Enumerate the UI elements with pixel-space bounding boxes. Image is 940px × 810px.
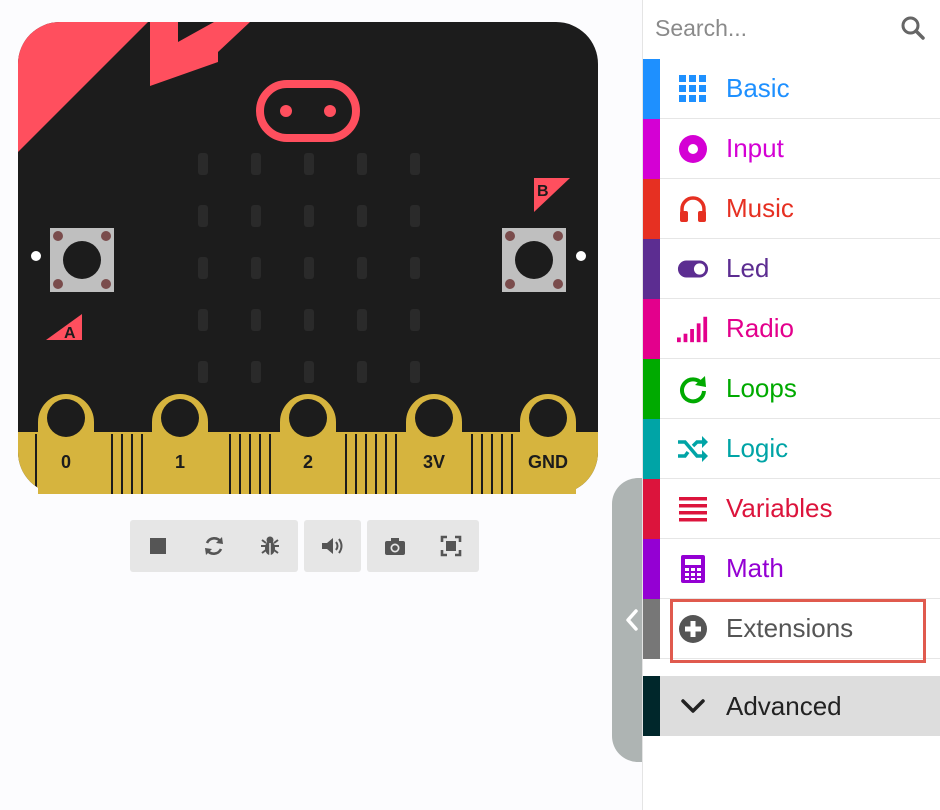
calculator-icon xyxy=(677,553,709,585)
category-color-stripe xyxy=(643,58,660,119)
category-color-stripe xyxy=(643,538,660,599)
category-color-stripe xyxy=(643,676,660,736)
toolbox-category-input[interactable]: Input xyxy=(643,118,940,179)
chevron-down-icon xyxy=(677,690,709,722)
grid-icon xyxy=(677,73,709,105)
pin-label: 1 xyxy=(175,452,185,472)
category-label: Led xyxy=(726,253,770,283)
corner-decoration xyxy=(18,22,148,152)
input-circle-icon xyxy=(677,133,709,165)
toolbox: Basic Input Music xyxy=(642,0,940,810)
shuffle-icon xyxy=(677,433,709,465)
toolbox-category-music[interactable]: Music xyxy=(643,178,940,239)
debug-bug-icon xyxy=(261,536,279,555)
fullscreen-button[interactable] xyxy=(423,520,479,572)
pin-label: GND xyxy=(528,452,568,472)
sim-audio-group xyxy=(304,520,361,572)
category-label: Extensions xyxy=(726,613,854,643)
toolbox-category-led[interactable]: Led xyxy=(643,238,940,299)
fullscreen-icon xyxy=(440,535,462,557)
stop-icon xyxy=(150,538,166,554)
category-color-stripe xyxy=(643,418,660,479)
debug-button[interactable] xyxy=(242,520,298,572)
toolbox-category-variables[interactable]: Variables xyxy=(643,478,940,539)
mute-button[interactable] xyxy=(304,520,361,572)
pin-0[interactable]: 0 xyxy=(38,394,94,494)
category-label: Basic xyxy=(726,73,790,103)
headphones-icon xyxy=(677,193,709,225)
category-color-stripe xyxy=(643,238,660,299)
restart-button[interactable] xyxy=(186,520,242,572)
plus-circle-icon xyxy=(677,613,709,645)
category-color-stripe xyxy=(643,598,660,659)
category-label: Input xyxy=(726,133,784,163)
chevron-left-icon xyxy=(626,609,638,631)
led-matrix xyxy=(198,153,420,383)
search-icon[interactable] xyxy=(899,14,927,42)
microbit-simulator: A B 0 1 2 3V xyxy=(18,22,598,494)
screenshot-button[interactable] xyxy=(367,520,423,572)
button-b[interactable] xyxy=(502,228,586,292)
toolbox-advanced-toggle[interactable]: Advanced xyxy=(643,676,940,736)
button-a-label: A xyxy=(64,325,76,342)
button-a-marker xyxy=(46,314,82,340)
stop-button[interactable] xyxy=(130,520,186,572)
category-label: Radio xyxy=(726,313,794,343)
pin-label: 3V xyxy=(423,452,445,472)
toolbox-category-math[interactable]: Math xyxy=(643,538,940,599)
toggle-icon xyxy=(677,253,709,285)
category-label: Logic xyxy=(726,433,789,463)
category-label: Loops xyxy=(726,373,797,403)
microbit-board: A B 0 1 2 3V xyxy=(18,22,598,494)
pin-gnd[interactable]: GND xyxy=(520,394,576,494)
category-label: Math xyxy=(726,553,784,583)
category-label: Variables xyxy=(726,493,833,523)
camera-icon xyxy=(385,538,405,555)
pin-label: 0 xyxy=(61,452,71,472)
sim-controls-group xyxy=(130,520,298,572)
category-label: Music xyxy=(726,193,794,223)
microbit-logo xyxy=(256,80,360,142)
category-color-stripe xyxy=(643,178,660,239)
toolbox-category-logic[interactable]: Logic xyxy=(643,418,940,479)
toolbox-category-extensions[interactable]: Extensions xyxy=(643,598,940,659)
toolbox-category-loops[interactable]: Loops xyxy=(643,358,940,419)
category-color-stripe xyxy=(643,478,660,539)
toolbox-search xyxy=(643,0,940,56)
category-color-stripe xyxy=(643,298,660,359)
loop-arrow-icon xyxy=(677,373,709,405)
simulator-toolbar xyxy=(130,520,479,572)
list-lines-icon xyxy=(677,493,709,525)
button-b-marker xyxy=(534,178,570,212)
category-color-stripe xyxy=(643,358,660,419)
search-input[interactable] xyxy=(655,8,905,48)
advanced-label: Advanced xyxy=(726,690,842,721)
pin-label: 2 xyxy=(303,452,313,472)
toolbox-category-basic[interactable]: Basic xyxy=(643,58,940,119)
toolbox-category-radio[interactable]: Radio xyxy=(643,298,940,359)
pin-1[interactable]: 1 xyxy=(152,394,208,494)
signal-bars-icon xyxy=(677,313,709,345)
button-a[interactable] xyxy=(31,228,114,292)
category-color-stripe xyxy=(643,118,660,179)
button-b-label: B xyxy=(537,183,549,200)
restart-icon xyxy=(205,537,223,555)
pin-2[interactable]: 2 xyxy=(280,394,336,494)
pin-3v[interactable]: 3V xyxy=(406,394,462,494)
volume-icon xyxy=(321,538,342,554)
sim-view-group xyxy=(367,520,479,572)
